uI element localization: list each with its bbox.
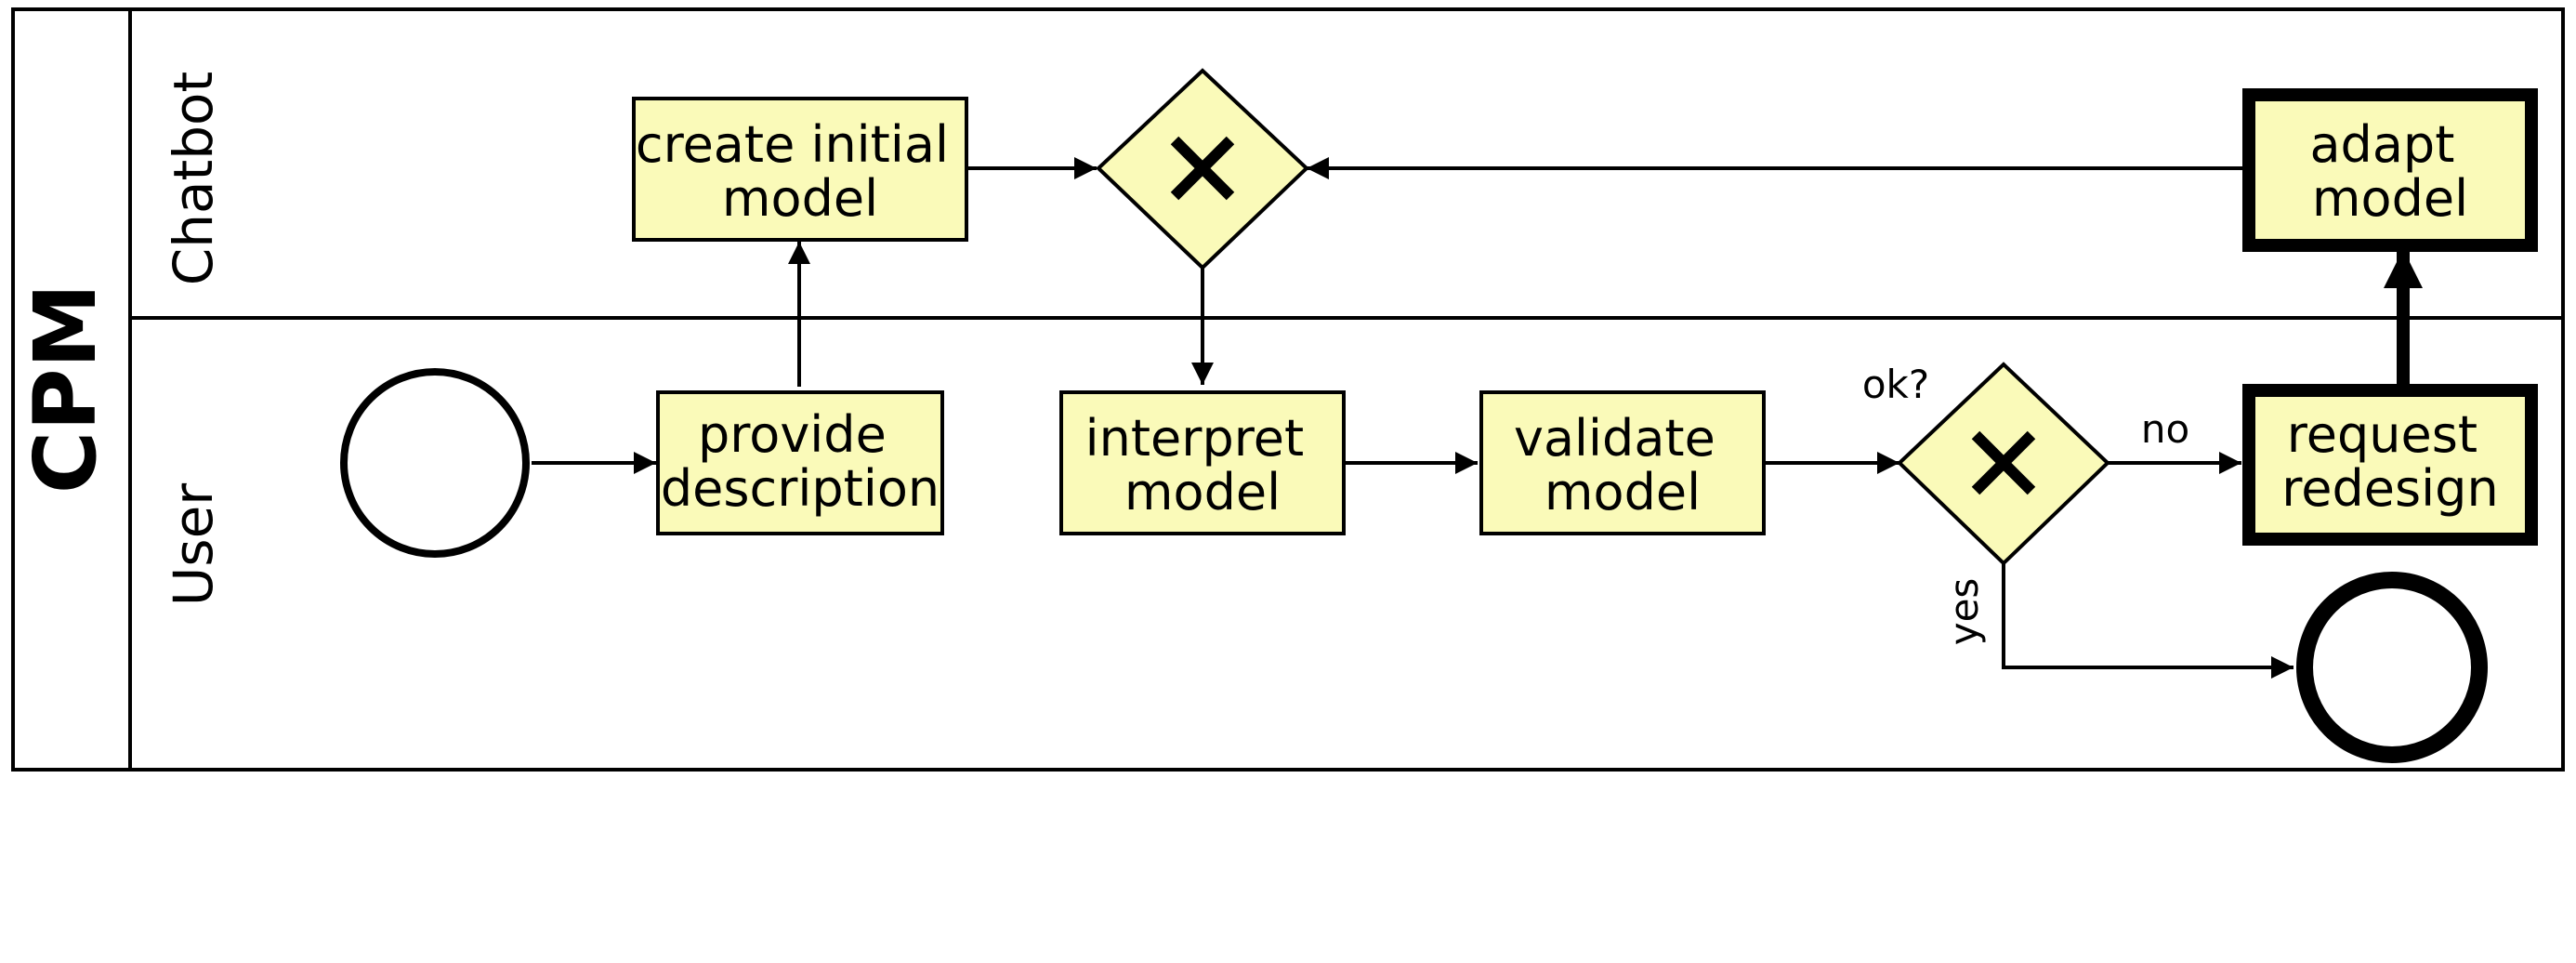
gateway-label-yes: yes	[1941, 578, 1987, 646]
task-label: adapt model	[2309, 115, 2470, 228]
merge-gateway[interactable]	[1096, 68, 1309, 270]
task-interpret-model[interactable]: interpret model	[1059, 390, 1346, 535]
exclusive-x-icon	[1170, 136, 1235, 201]
task-validate-model[interactable]: validate model	[1479, 390, 1766, 535]
task-box	[1479, 390, 1766, 535]
exclusive-x-icon	[1971, 430, 2036, 495]
task-label: interpret model	[1085, 409, 1321, 521]
task-box	[1059, 390, 1346, 535]
task-label: validate model	[1514, 409, 1731, 521]
sequence-flows	[532, 157, 2423, 679]
task-adapt-model[interactable]: adapt model	[2242, 88, 2538, 252]
decision-gateway-ok[interactable]	[1897, 362, 2110, 566]
task-provide-description[interactable]: provide description	[656, 390, 944, 535]
task-label: request redesign	[2281, 405, 2498, 518]
task-box	[2242, 88, 2538, 252]
start-event[interactable]	[340, 368, 530, 558]
task-box	[632, 97, 968, 242]
pool-label: CPM	[16, 284, 115, 495]
lane-label-user: User	[162, 483, 225, 606]
gateway-label-ok: ok?	[1862, 362, 1929, 407]
end-event[interactable]	[2296, 572, 2488, 763]
task-create-initial-model[interactable]: create initial model	[632, 97, 968, 242]
gateway-label-no: no	[2141, 406, 2189, 452]
task-box	[2242, 384, 2538, 546]
task-request-redesign[interactable]: request redesign	[2242, 384, 2538, 546]
task-box	[656, 390, 944, 535]
flow-decision-yes-to-end-event	[2002, 563, 2293, 679]
task-label: provide description	[661, 405, 940, 518]
lane-label-chatbot: Chatbot	[162, 72, 225, 286]
task-label: create initial model	[636, 115, 965, 228]
